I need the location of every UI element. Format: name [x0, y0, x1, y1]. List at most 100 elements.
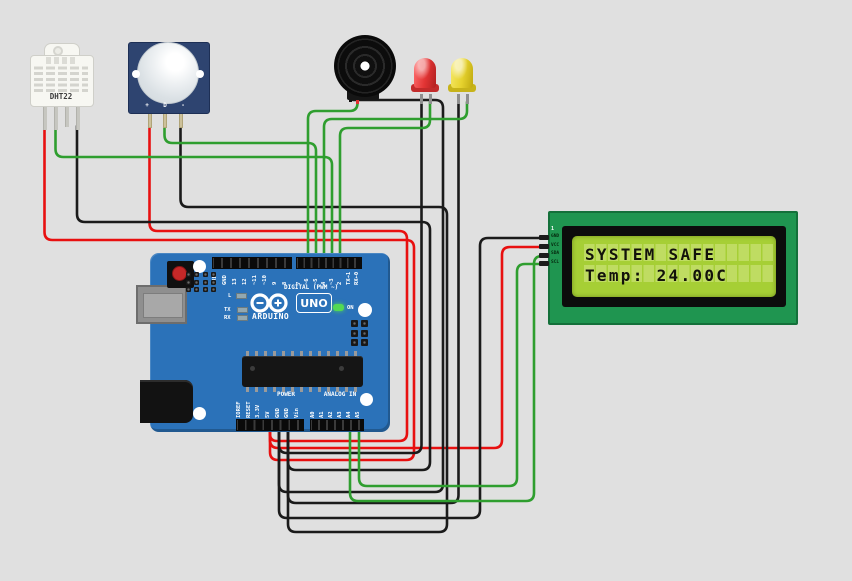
buzzer-body — [334, 35, 396, 97]
mount-hole-bottom-left — [193, 407, 206, 420]
wire-dht22-gnd[interactable] — [75, 124, 432, 472]
dht22-pin-nc — [64, 100, 69, 127]
pir-pin-labels: + D - — [142, 102, 188, 109]
pin-label: GND — [274, 408, 281, 418]
wire-led-red-anode[interactable] — [338, 100, 432, 262]
wire-dht22-vcc[interactable] — [43, 124, 416, 462]
lcd-pin-vcc — [539, 244, 549, 249]
rx-led-label: RX — [224, 315, 231, 321]
dht22-pin-gnd — [75, 100, 80, 130]
pin-label: 3.3V — [255, 404, 262, 418]
wire-dht22-data[interactable] — [54, 124, 334, 262]
led-red-anode-leg — [429, 94, 432, 104]
pin-label: A2 — [328, 411, 334, 418]
wire-buzzer-signal[interactable] — [306, 100, 359, 262]
pin-label: A1 — [319, 411, 325, 418]
pin-label: 7 — [296, 281, 302, 285]
chip-dot-left — [250, 366, 255, 371]
pin-label: 12 — [242, 278, 248, 285]
pir-pin-data — [162, 112, 167, 128]
pin-label: RX←0 — [353, 271, 360, 285]
led-yellow-anode-leg — [466, 94, 469, 104]
pin-label: 5V — [265, 411, 272, 418]
chip-legs-bottom — [246, 387, 359, 392]
dht22-pin-vcc — [42, 100, 47, 130]
led-red-cathode-leg — [420, 94, 423, 104]
led-red-flange — [411, 84, 439, 92]
on-led — [333, 304, 344, 311]
lcd-pin-label: GND — [551, 234, 560, 239]
led-yellow-bulb — [451, 58, 473, 88]
lcd-pin-label: VCC — [551, 242, 560, 248]
dht22-vent-teeth — [46, 57, 76, 64]
led-yellow-cathode-leg — [457, 94, 460, 104]
lcd-pin-gnd — [539, 235, 549, 240]
lcd-pin-sda — [539, 253, 549, 258]
arduino-logo-text: ARDUINO — [252, 312, 290, 321]
lcd-cell-row-1 — [584, 244, 774, 261]
digital-header-label: DIGITAL (PWM ~) — [284, 284, 339, 291]
wire-led-yellow-anode[interactable] — [322, 100, 469, 262]
pir-pin-label: - — [181, 102, 185, 109]
lcd-line-2: Temp: 24.00C — [585, 266, 729, 285]
pin-label: GND — [222, 275, 228, 285]
usb-connector-inner — [143, 293, 183, 318]
pin-label: TX→1 — [345, 271, 352, 285]
l-led — [236, 293, 247, 299]
digital-header-right[interactable] — [296, 257, 362, 269]
digital-header-left[interactable] — [212, 257, 292, 269]
wire-lcd-scl[interactable] — [357, 262, 549, 488]
pin-label: ~11 — [252, 275, 258, 285]
wire-led-yellow-cathode[interactable] — [286, 100, 460, 505]
power-header[interactable] — [236, 419, 304, 431]
pir-pin-label: D — [163, 102, 167, 109]
uno-model-badge: UNO — [296, 293, 332, 313]
wire-pir-data[interactable] — [163, 122, 318, 262]
rx-led — [237, 315, 248, 321]
tx-led-label: TX — [224, 307, 231, 313]
led-red-bulb — [414, 58, 436, 88]
wire-lcd-vcc[interactable] — [268, 245, 549, 450]
pin-label: A0 — [310, 411, 316, 418]
pir-pin-label: + — [145, 102, 149, 109]
on-led-label: ON — [347, 305, 354, 311]
pin-label: 4 — [320, 281, 327, 285]
icsp-header-left-2 — [203, 272, 216, 292]
pin-label: 8 — [282, 281, 288, 285]
lcd-screen — [572, 236, 776, 297]
tx-led — [237, 307, 248, 313]
wire-pir-gnd[interactable] — [179, 122, 449, 534]
wire-pir-vcc[interactable] — [148, 122, 409, 443]
pin-label: ~3 — [329, 278, 335, 285]
pin-label: RESET — [245, 401, 252, 418]
lcd-pin-label: SDA — [551, 251, 560, 257]
usb-connector — [136, 285, 187, 324]
analog-label: ANALOG IN — [323, 391, 357, 398]
mount-hole-bottom-right — [360, 393, 373, 406]
dht22-label: DHT22 — [49, 92, 73, 101]
pin-label: A5 — [355, 411, 361, 418]
power-label: POWER — [276, 391, 296, 398]
lcd-pin-one-marker: 1 — [551, 226, 555, 232]
dht22-mount-hole — [53, 46, 63, 56]
lcd-line-1: SYSTEM SAFE — [585, 245, 717, 264]
wire-lcd-gnd[interactable] — [277, 236, 549, 520]
pin-label: ~10 — [262, 275, 268, 285]
pin-label: ~5 — [312, 278, 319, 285]
lcd-pin-scl — [539, 261, 549, 266]
led-yellow-flange — [448, 84, 476, 92]
pin-label: A4 — [346, 411, 352, 418]
mount-hole-right — [358, 303, 372, 317]
wire-lcd-sda[interactable] — [348, 254, 549, 503]
mount-hole-top-left — [193, 260, 206, 273]
reset-button[interactable] — [172, 266, 187, 281]
analog-header[interactable] — [310, 419, 364, 431]
chip-dot-right — [339, 366, 344, 371]
lcd-cell-row-2 — [584, 265, 774, 282]
